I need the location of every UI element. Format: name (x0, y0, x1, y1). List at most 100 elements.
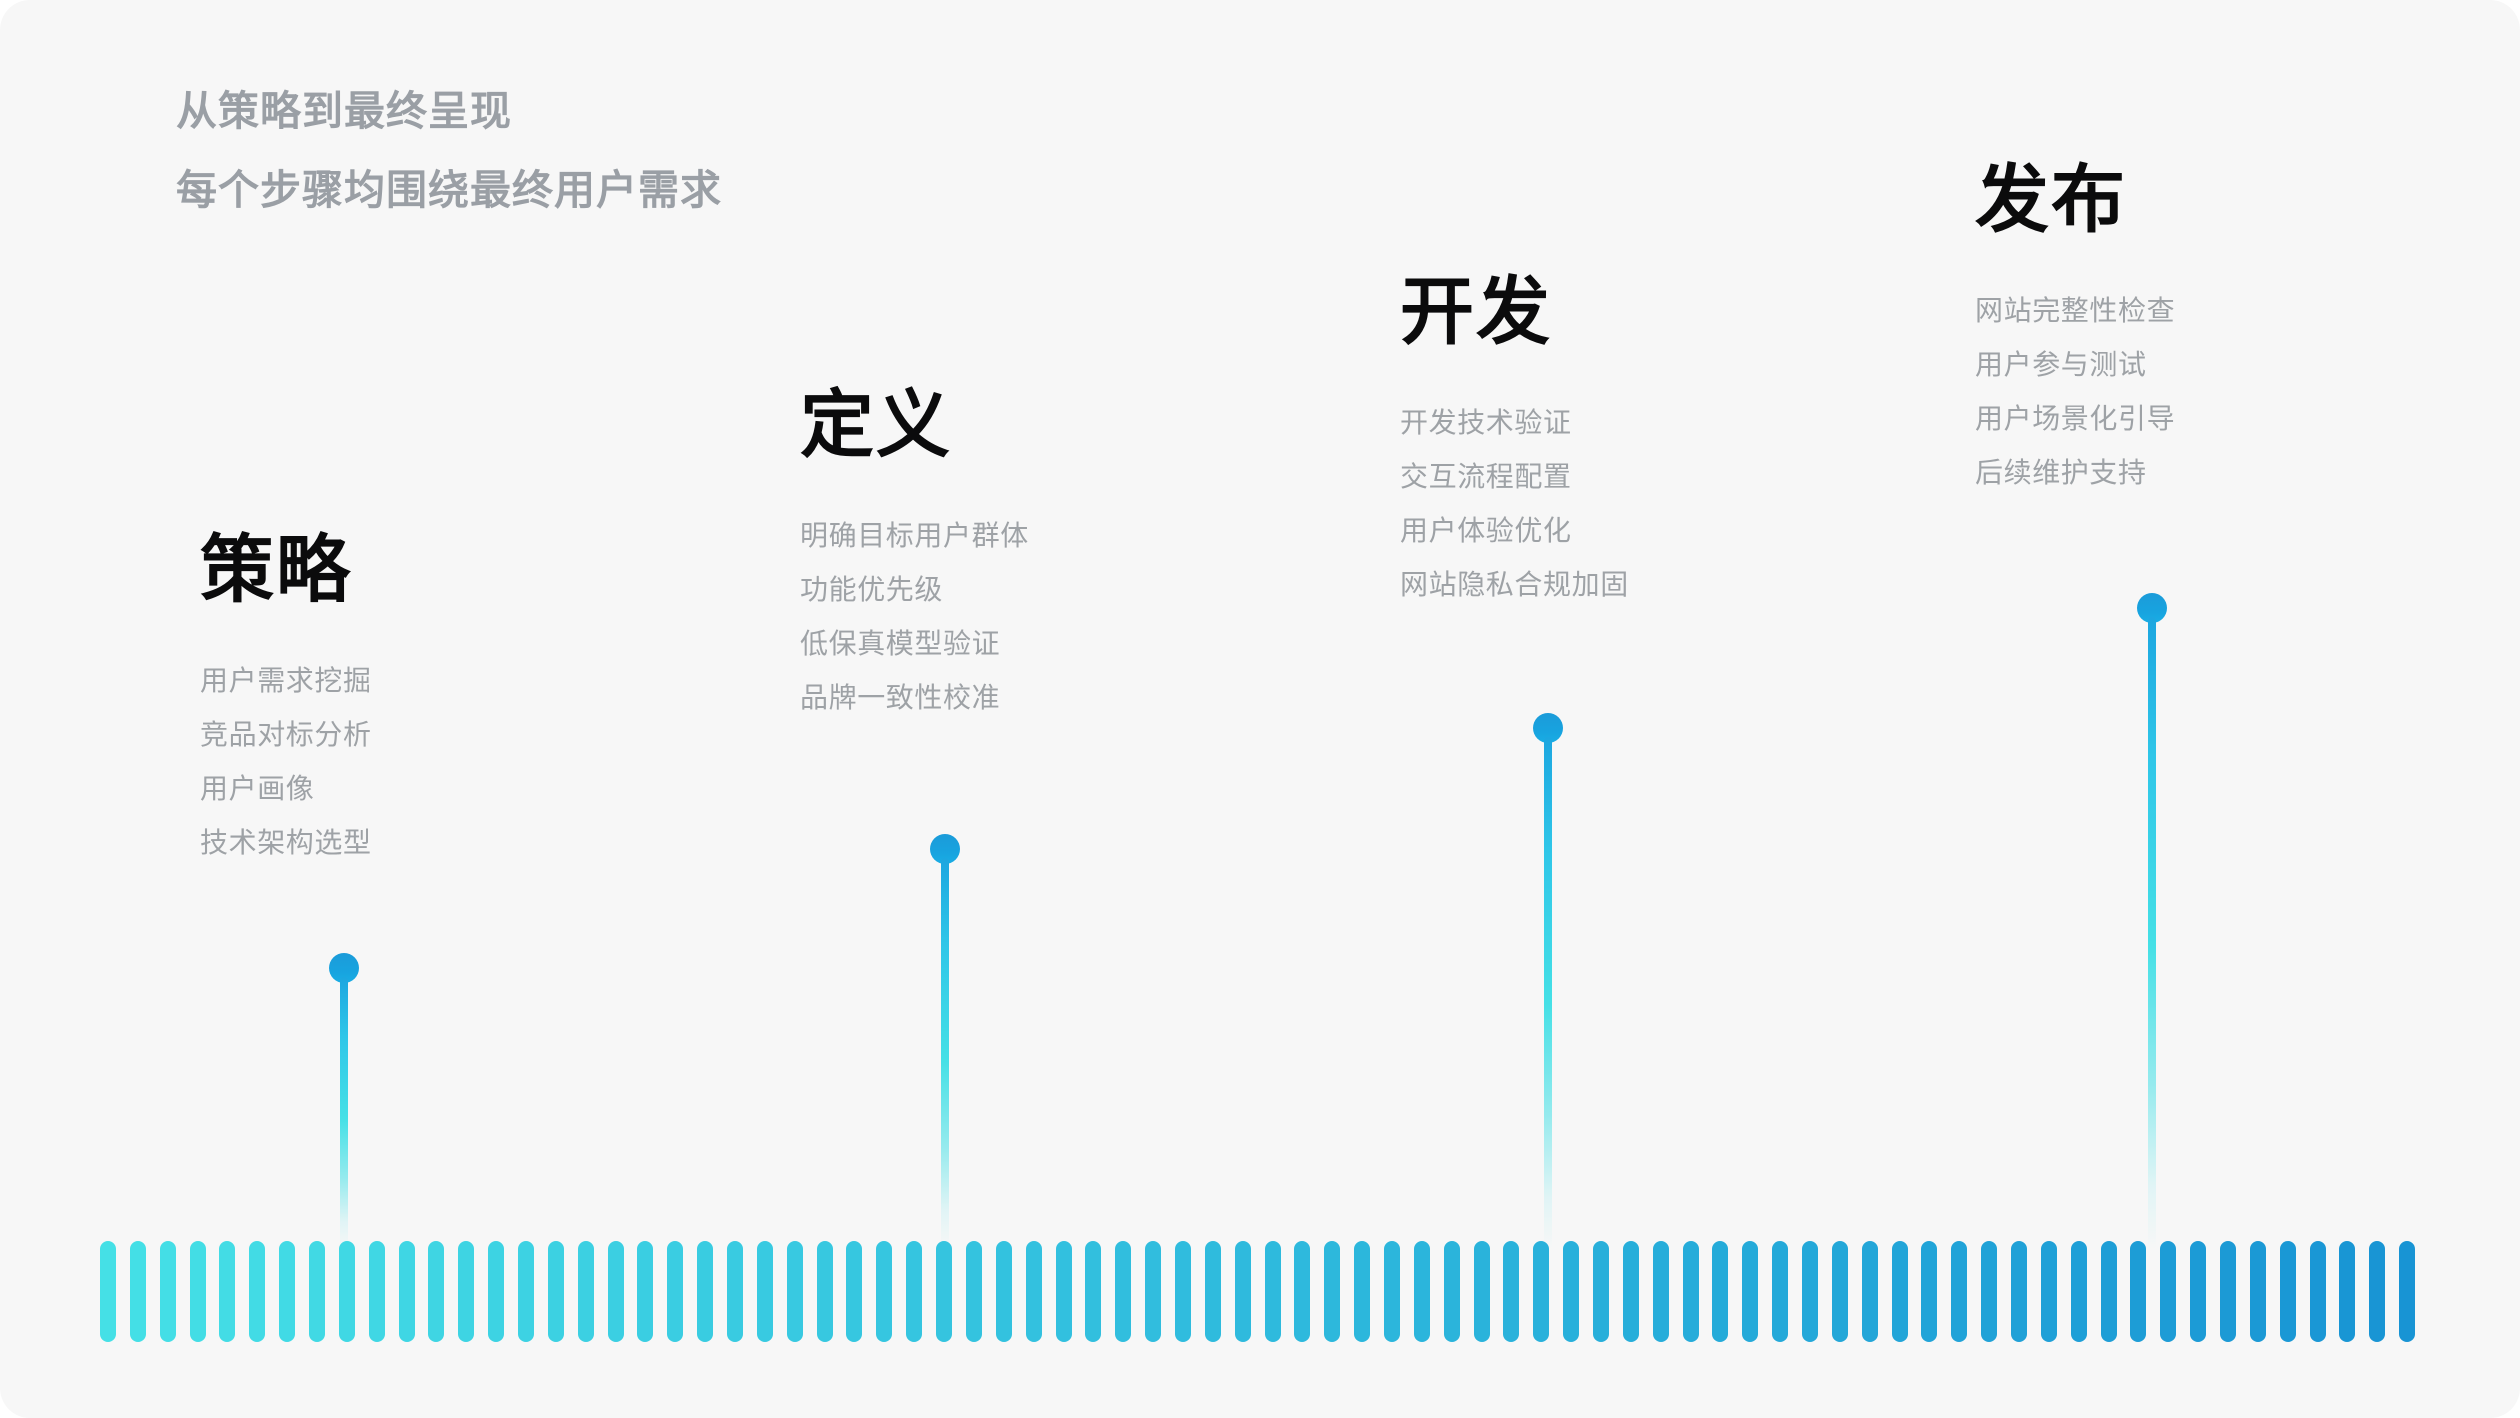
timeline-stripe (2279, 1241, 2296, 1342)
timeline-stripe (1891, 1241, 1908, 1342)
list-item: 品牌一致性校准 (800, 681, 1001, 713)
timeline-stripe (1294, 1241, 1311, 1342)
timeline-stripe (965, 1241, 982, 1342)
timeline-stripe (100, 1241, 116, 1342)
timeline-stripe (189, 1241, 206, 1342)
stage-list-develop: 开发技术验证 交互流程配置 用户体验优化 网站隐私合规加固 (1400, 396, 1629, 612)
timeline-stripe (2040, 1241, 2057, 1342)
timeline-stripe (1055, 1241, 1072, 1342)
timeline-stripe (906, 1241, 923, 1342)
stage-list-strategy: 用户需求挖掘 竞品对标分析 用户画像 技术架构选型 (200, 654, 372, 870)
timeline-stripe (1413, 1241, 1430, 1342)
timeline-stripe (129, 1241, 146, 1342)
timeline-stripe (368, 1241, 385, 1342)
timeline-stripe (1682, 1241, 1699, 1342)
list-item: 用户体验优化 (1400, 514, 1572, 546)
stage-title-develop: 开发 (1400, 270, 1552, 353)
timeline-stripe (1085, 1241, 1102, 1342)
timeline-stripe (1563, 1241, 1580, 1342)
list-item: 网站完整性检查 (1975, 294, 2176, 326)
timeline-stripe (279, 1241, 296, 1342)
timeline-stripe (577, 1241, 594, 1342)
timeline-stripe (2190, 1241, 2207, 1342)
timeline-stripe (667, 1241, 684, 1342)
stage-title-define: 定义 (800, 383, 952, 466)
stage-column-strategy: 策略 用户需求挖掘 竞品对标分析 用户画像 技术架构选型 (200, 530, 372, 870)
timeline-stripe (1174, 1241, 1191, 1342)
timeline-stripe (2220, 1241, 2237, 1342)
list-item: 明确目标用户群体 (800, 519, 1029, 551)
timeline-stripe (1324, 1241, 1341, 1342)
list-item: 技术架构选型 (200, 826, 372, 858)
timeline-stripe (518, 1241, 535, 1342)
timeline-stripe (159, 1241, 176, 1342)
timeline-stripe (1981, 1241, 1998, 1342)
header-line-1: 从策略到最终呈现 (176, 88, 512, 134)
list-item: 用户参与测试 (1975, 348, 2147, 380)
list-item: 竞品对标分析 (200, 718, 372, 750)
timeline-stripe (995, 1241, 1012, 1342)
timeline-stripe (876, 1241, 893, 1342)
list-item: 用户画像 (200, 772, 315, 804)
timeline-stripe (1861, 1241, 1878, 1342)
timeline-stripe (1652, 1241, 1669, 1342)
list-item: 交互流程配置 (1400, 460, 1572, 492)
timeline-stripe (697, 1241, 714, 1342)
timeline-stripe (1115, 1241, 1132, 1342)
timeline-stripe (249, 1241, 266, 1342)
timeline-stripe (547, 1241, 564, 1342)
timeline-stripe (1145, 1241, 1162, 1342)
timeline-stripe (637, 1241, 654, 1342)
stage-list-define: 明确目标用户群体 功能优先级 低保真模型验证 品牌一致性校准 (800, 509, 1029, 725)
marker-stem (340, 977, 348, 1249)
marker-stem (941, 858, 949, 1249)
timeline-stripe (1742, 1241, 1759, 1342)
timeline-stripe (2309, 1241, 2326, 1342)
header-line-2: 每个步骤均围绕最终用户需求 (176, 167, 722, 213)
timeline-stripe (1921, 1241, 1938, 1342)
timeline-stripe (1622, 1241, 1639, 1342)
timeline-stripe (2100, 1241, 2117, 1342)
timeline-stripe (846, 1241, 863, 1342)
list-item: 低保真模型验证 (800, 627, 1001, 659)
list-item: 功能优先级 (800, 573, 944, 605)
timeline-stripe (1801, 1241, 1818, 1342)
timeline-stripe (786, 1241, 803, 1342)
timeline-stripe (2011, 1241, 2027, 1342)
timeline-stripe (488, 1241, 505, 1342)
timeline-stripe (1831, 1241, 1848, 1342)
timeline-stripe (458, 1241, 475, 1342)
timeline-stripe (428, 1241, 445, 1342)
timeline-stripe (1712, 1241, 1729, 1342)
list-item: 用户需求挖掘 (200, 664, 372, 696)
stage-column-define: 定义 明确目标用户群体 功能优先级 低保真模型验证 品牌一致性校准 (800, 385, 1029, 725)
timeline-stripe (816, 1241, 833, 1342)
marker-stem (1544, 737, 1552, 1249)
timeline-stripe (2130, 1241, 2147, 1342)
timeline-stripe (1264, 1241, 1281, 1342)
timeline-stripe (1234, 1241, 1251, 1342)
timeline-stripe (1025, 1241, 1042, 1342)
timeline-stripe (1443, 1241, 1460, 1342)
list-item: 用户场景化引导 (1975, 402, 2176, 434)
timeline-stripe (1354, 1241, 1371, 1342)
list-item: 网站隐私合规加固 (1400, 568, 1629, 600)
timeline-stripe (2070, 1241, 2087, 1342)
timeline-stripe (1503, 1241, 1520, 1342)
timeline-stripe (756, 1241, 773, 1342)
timeline-stripe (1951, 1241, 1968, 1342)
timeline-stripe-bar (100, 1241, 2416, 1342)
timeline-stripe (2399, 1241, 2416, 1342)
timeline-stripe (936, 1241, 953, 1342)
timeline-stripe (2249, 1241, 2266, 1342)
timeline-stripe (219, 1241, 236, 1342)
timeline-stripe (2160, 1241, 2177, 1342)
stage-column-launch: 发布 网站完整性检查 用户参与测试 用户场景化引导 后续维护支持 (1975, 160, 2175, 500)
list-item: 开发技术验证 (1400, 406, 1572, 438)
stage-column-develop: 开发 开发技术验证 交互流程配置 用户体验优化 网站隐私合规加固 (1400, 272, 1629, 612)
stage-title-strategy: 策略 (200, 528, 352, 611)
timeline-stripe (338, 1241, 355, 1342)
header-block: 从策略到最终呈现 每个步骤均围绕最终用户需求 (176, 72, 1076, 230)
timeline-stripe (398, 1241, 415, 1342)
